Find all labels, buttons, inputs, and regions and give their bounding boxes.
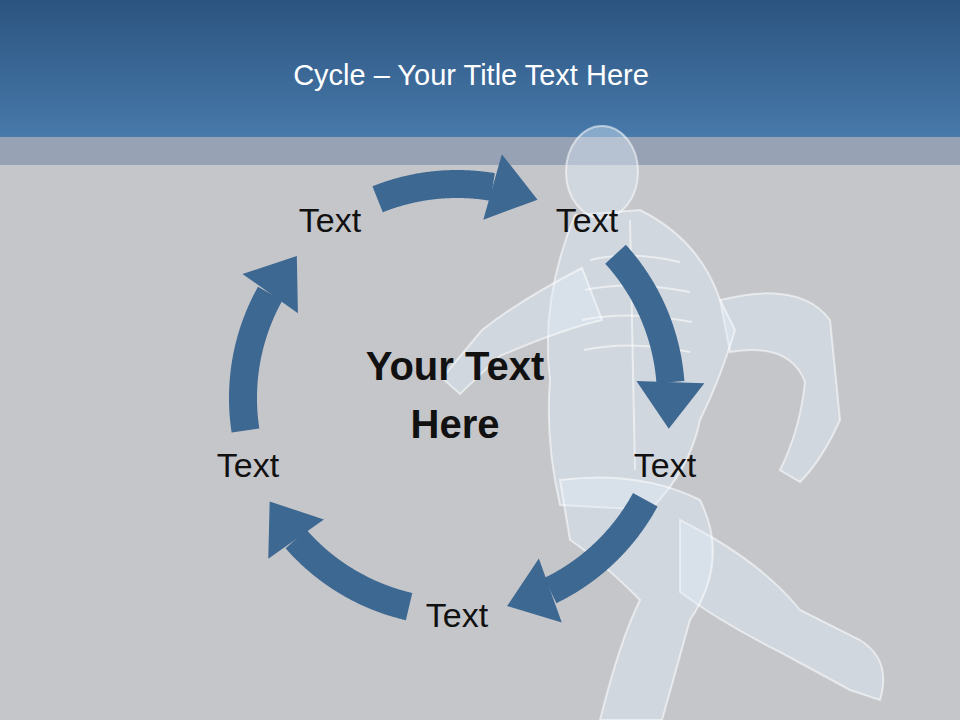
arrow-body xyxy=(378,184,493,199)
cycle-arrow xyxy=(242,256,297,430)
arrow-body xyxy=(296,539,409,606)
step-text: Text xyxy=(556,200,618,240)
cycle-step: Text xyxy=(422,593,492,637)
arrow-head xyxy=(507,559,562,623)
slide-title: Cycle – Your Title Text Here xyxy=(0,56,942,94)
cycle-arrow xyxy=(507,500,645,623)
cycle-step: Text xyxy=(630,443,700,487)
cycle-step: Text xyxy=(552,198,622,242)
step-text: Text xyxy=(426,595,488,635)
cycle-step: Text xyxy=(295,198,365,242)
running-figure xyxy=(442,126,883,720)
arrow-head xyxy=(242,256,297,313)
cycle-step: Text xyxy=(213,443,283,487)
sub-band xyxy=(0,137,960,165)
arrow-body xyxy=(550,500,645,591)
figure-back-arm xyxy=(720,293,840,482)
cycle-arrow xyxy=(268,501,409,606)
step-text: Text xyxy=(634,445,696,485)
center-text: Your Text Here xyxy=(335,337,575,453)
arrow-body xyxy=(616,254,671,382)
cycle-arrow xyxy=(378,154,538,219)
arrow-body xyxy=(243,294,270,431)
arrow-head xyxy=(268,501,324,558)
cycle-arrow xyxy=(616,254,705,429)
step-text: Text xyxy=(217,445,279,485)
header-band xyxy=(0,0,960,137)
step-text: Text xyxy=(299,200,361,240)
arrow-head xyxy=(636,381,704,429)
arrow-head xyxy=(483,154,537,219)
figure-torso xyxy=(548,210,735,510)
